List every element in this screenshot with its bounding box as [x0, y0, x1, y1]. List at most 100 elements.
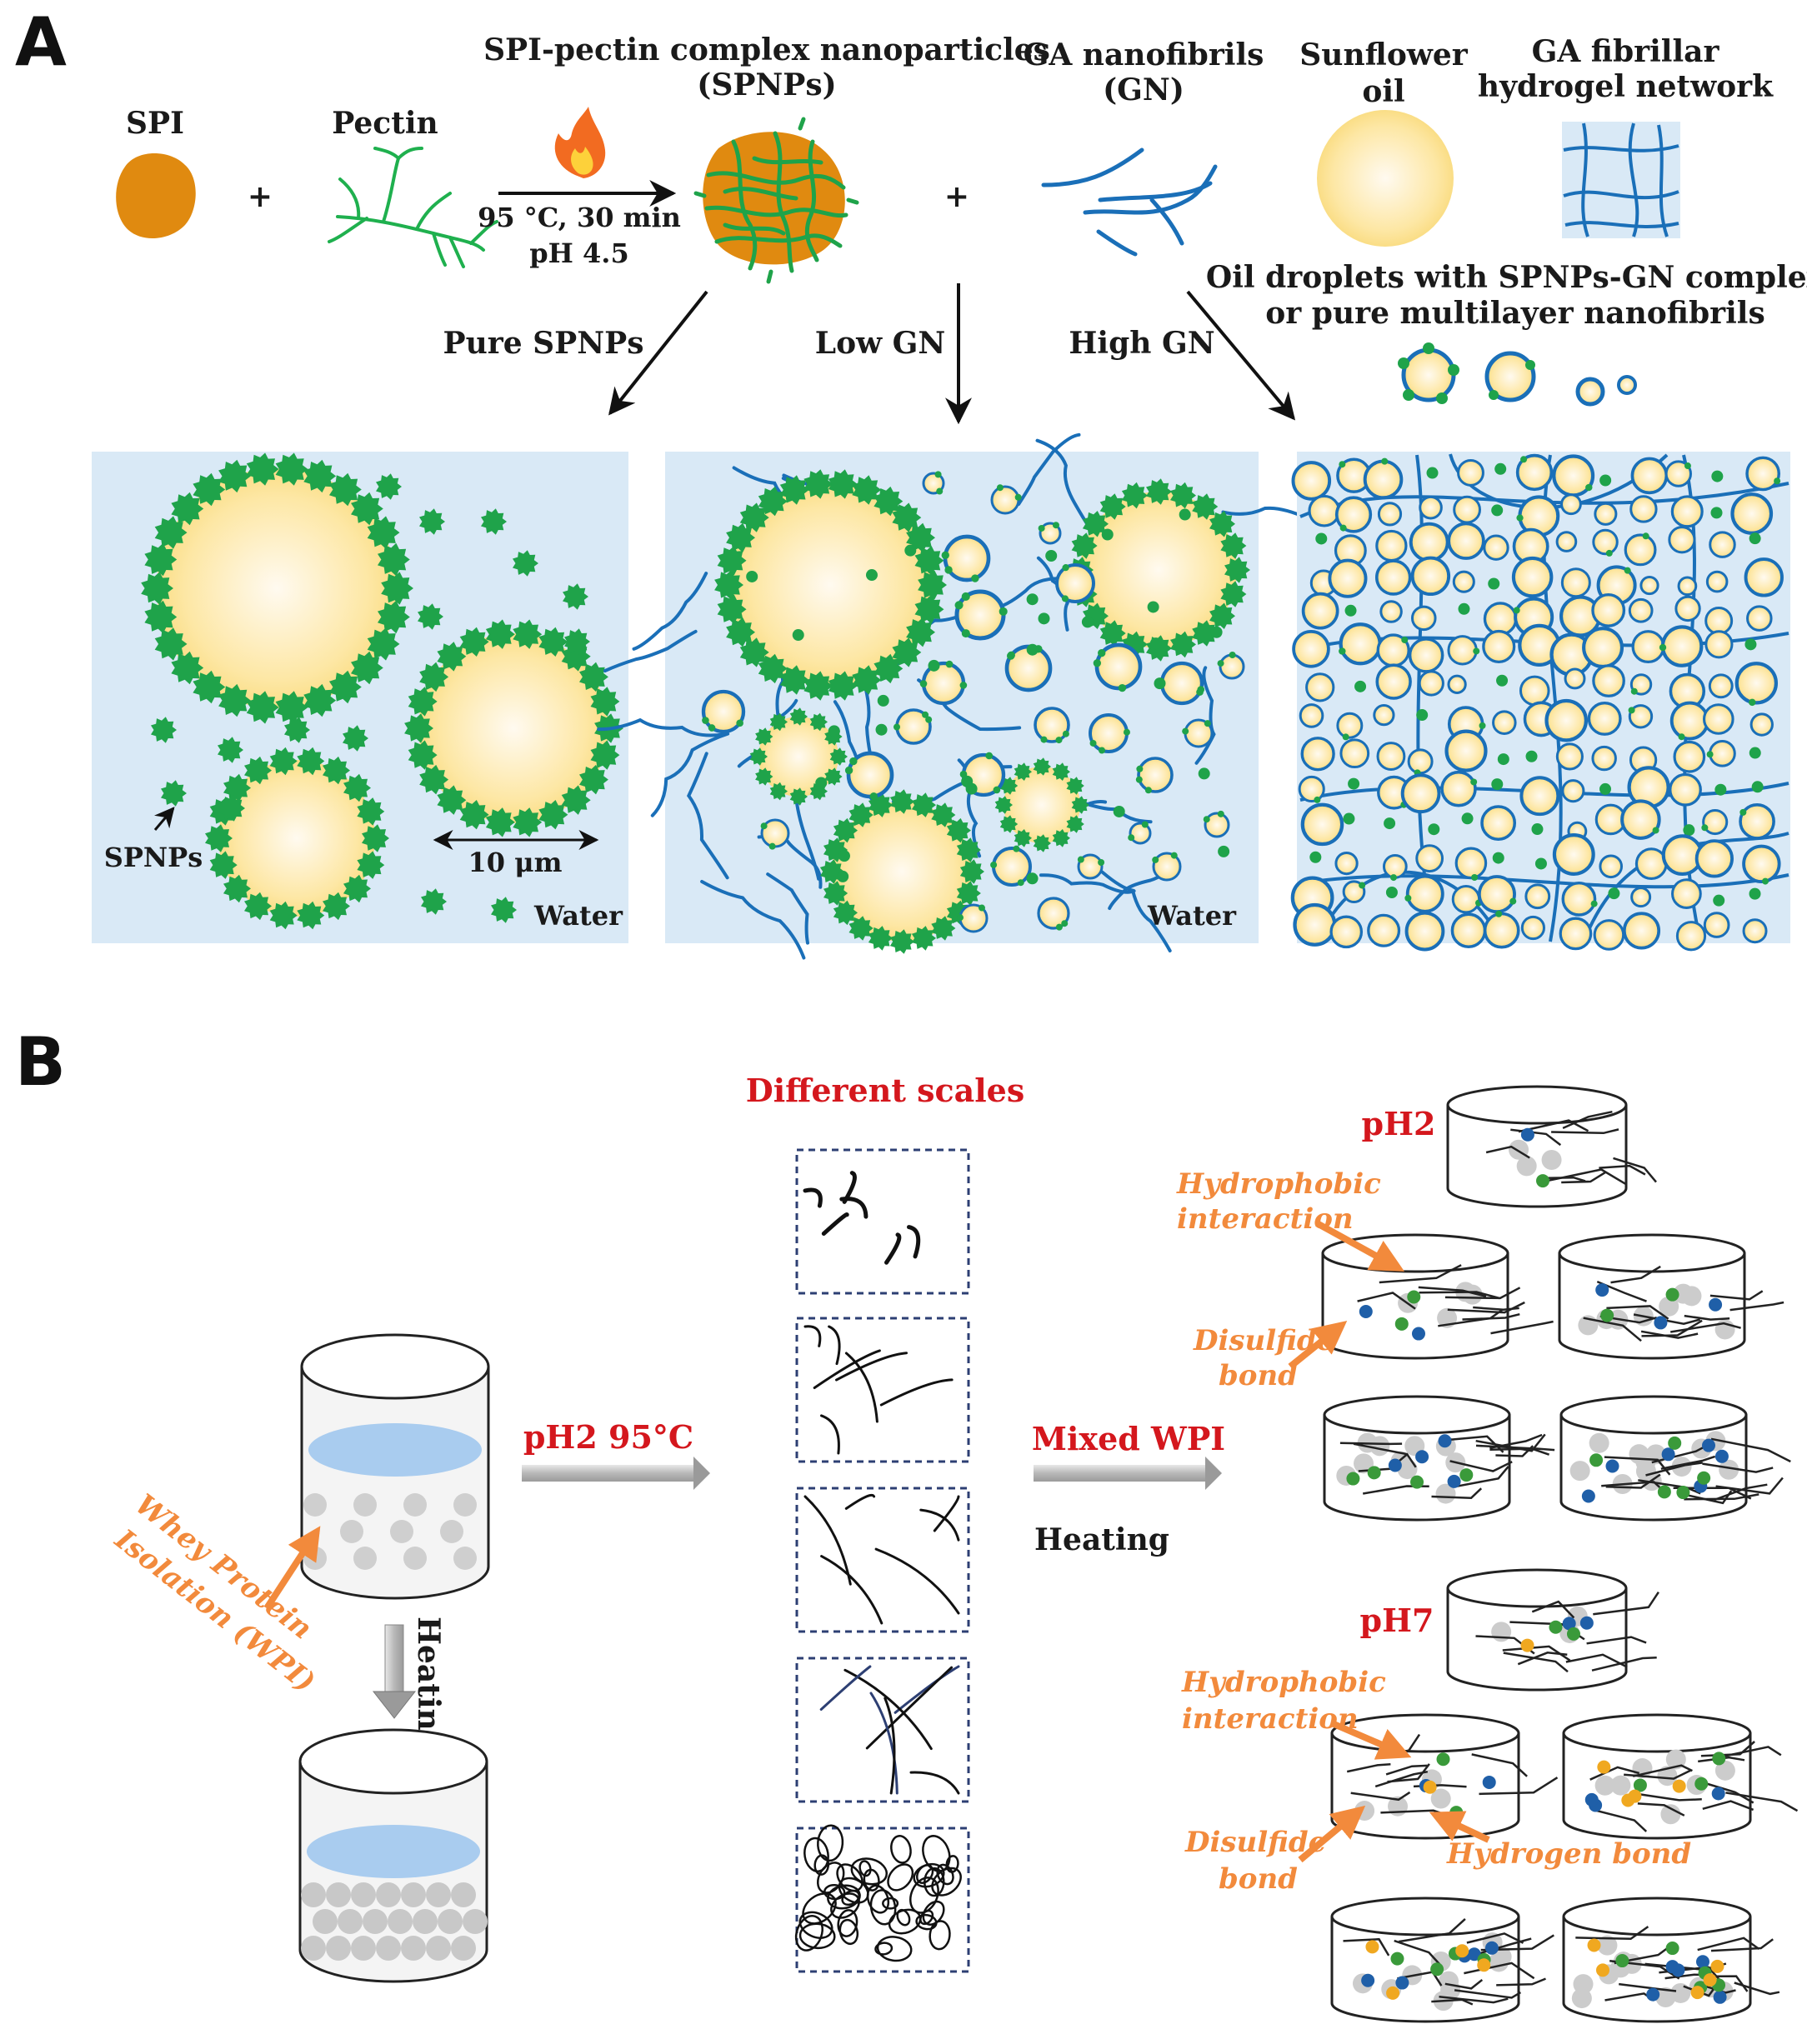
coated-droplet [1367, 913, 1401, 947]
spnp-particle [1209, 602, 1235, 629]
label-step-2: Mixed WPI [1032, 1420, 1225, 1457]
spnp-dot [1599, 474, 1612, 487]
spnp-particle [579, 662, 608, 692]
wpi-particle [376, 1936, 401, 1961]
coated-droplet [1037, 897, 1070, 930]
wpi-particle [451, 1936, 476, 1961]
nanofibril [766, 872, 809, 945]
wpi-particle [340, 1520, 363, 1543]
spnp-dot [1055, 737, 1063, 744]
spnp-particle [419, 662, 449, 692]
spnp-dot [934, 471, 942, 478]
spnp-dot [919, 680, 928, 687]
coated-droplet [1671, 878, 1702, 909]
bond-node [1562, 1617, 1576, 1631]
spnp-dot [1179, 508, 1191, 521]
arrow-pure-spnps [608, 290, 708, 416]
bond-node [1390, 1952, 1404, 1966]
label-interaction-ph7: interaction [1182, 1702, 1359, 1736]
spnp-particle [329, 472, 362, 507]
fibril-coil [836, 1863, 863, 1892]
gel-dish [1562, 1897, 1780, 2023]
spnp-particle [873, 653, 904, 684]
spnp-dot [922, 711, 929, 718]
nanofibril [603, 629, 698, 672]
spnp-particle [404, 713, 433, 743]
fibril-coil [823, 1883, 846, 1901]
spnp-particle [911, 926, 936, 951]
spnp-dot [1315, 532, 1328, 545]
wpi-particle [390, 1520, 413, 1543]
fibril-strand [874, 1547, 960, 1615]
coated-droplet [1419, 495, 1443, 520]
coated-droplet [1055, 563, 1095, 603]
spnp-particle [563, 583, 588, 610]
bond-node [1520, 1127, 1534, 1142]
bond-node [1690, 1986, 1704, 2000]
coated-droplet [1363, 459, 1404, 500]
coated-droplet [701, 689, 746, 734]
bond-node [1407, 1290, 1421, 1304]
coated-droplet [1745, 456, 1780, 492]
fibril-strand [813, 1349, 881, 1389]
coated-droplet [1564, 667, 1586, 690]
spnp-dot [961, 592, 970, 601]
coated-droplet [1594, 502, 1618, 526]
spnp-dot [1683, 824, 1695, 837]
spnp-particle [852, 665, 882, 695]
label-heating-vertical: Heating [411, 1617, 446, 1752]
spnp-dot [945, 660, 954, 668]
spnp-dot [1154, 677, 1166, 690]
fibril-strand [933, 1495, 960, 1532]
spnp-dot [1118, 683, 1127, 692]
scale-box [795, 1487, 970, 1633]
spnp-particle [154, 516, 188, 549]
spnp-dot [1608, 887, 1620, 900]
coated-droplet [1703, 912, 1730, 938]
spnp-dot [708, 724, 716, 732]
coated-droplet [1677, 576, 1698, 597]
spnp-dot [1762, 877, 1769, 885]
spnp-particle [376, 473, 402, 500]
spnp-particle [1071, 796, 1089, 814]
bond-node [1597, 1760, 1611, 1774]
spnp-particle [381, 572, 413, 605]
bond-node [1615, 1954, 1629, 1968]
arrow-hydrophobic-ph7 [1330, 1720, 1412, 1760]
spnp-dot [965, 782, 978, 795]
spnp-dot [1354, 680, 1367, 692]
coated-droplet [1454, 847, 1488, 880]
spnp-dot [999, 607, 1008, 616]
fibril-strand [842, 1171, 857, 1204]
bond-node [1654, 1316, 1668, 1330]
wpi-particle [426, 1882, 451, 1907]
spnp-particle [833, 900, 858, 926]
fibril-coil [866, 1884, 890, 1914]
spnp-particle [892, 502, 922, 532]
coated-droplet [1555, 531, 1578, 552]
spnp-particle [1146, 478, 1172, 505]
coated-droplet [992, 847, 1032, 887]
spnp-dot [875, 723, 888, 736]
spnp-particle [789, 707, 808, 726]
coated-droplet [1204, 812, 1230, 838]
spnp-particle [931, 802, 956, 827]
beaker-wpi-solution [300, 1333, 490, 1600]
fibril-coil [874, 1942, 893, 1956]
spnp-particle [219, 795, 245, 822]
coated-droplet [1552, 833, 1595, 876]
spnp-particle [1192, 493, 1219, 520]
spnp-dot [702, 717, 709, 724]
coated-droplet [1739, 803, 1775, 840]
spnp-particle [1224, 557, 1250, 583]
coated-droplet [1561, 881, 1597, 917]
fibril-coil [863, 1868, 880, 1892]
bond-node [1714, 1449, 1729, 1463]
spnp-particle [833, 817, 858, 843]
spnp-dot [1605, 549, 1613, 557]
label-water-2: Water [1147, 900, 1237, 932]
spnp-dot [1496, 674, 1509, 687]
coated-droplet [1519, 776, 1560, 817]
spnp-dot [1461, 812, 1474, 825]
spnp-particle [418, 603, 443, 630]
